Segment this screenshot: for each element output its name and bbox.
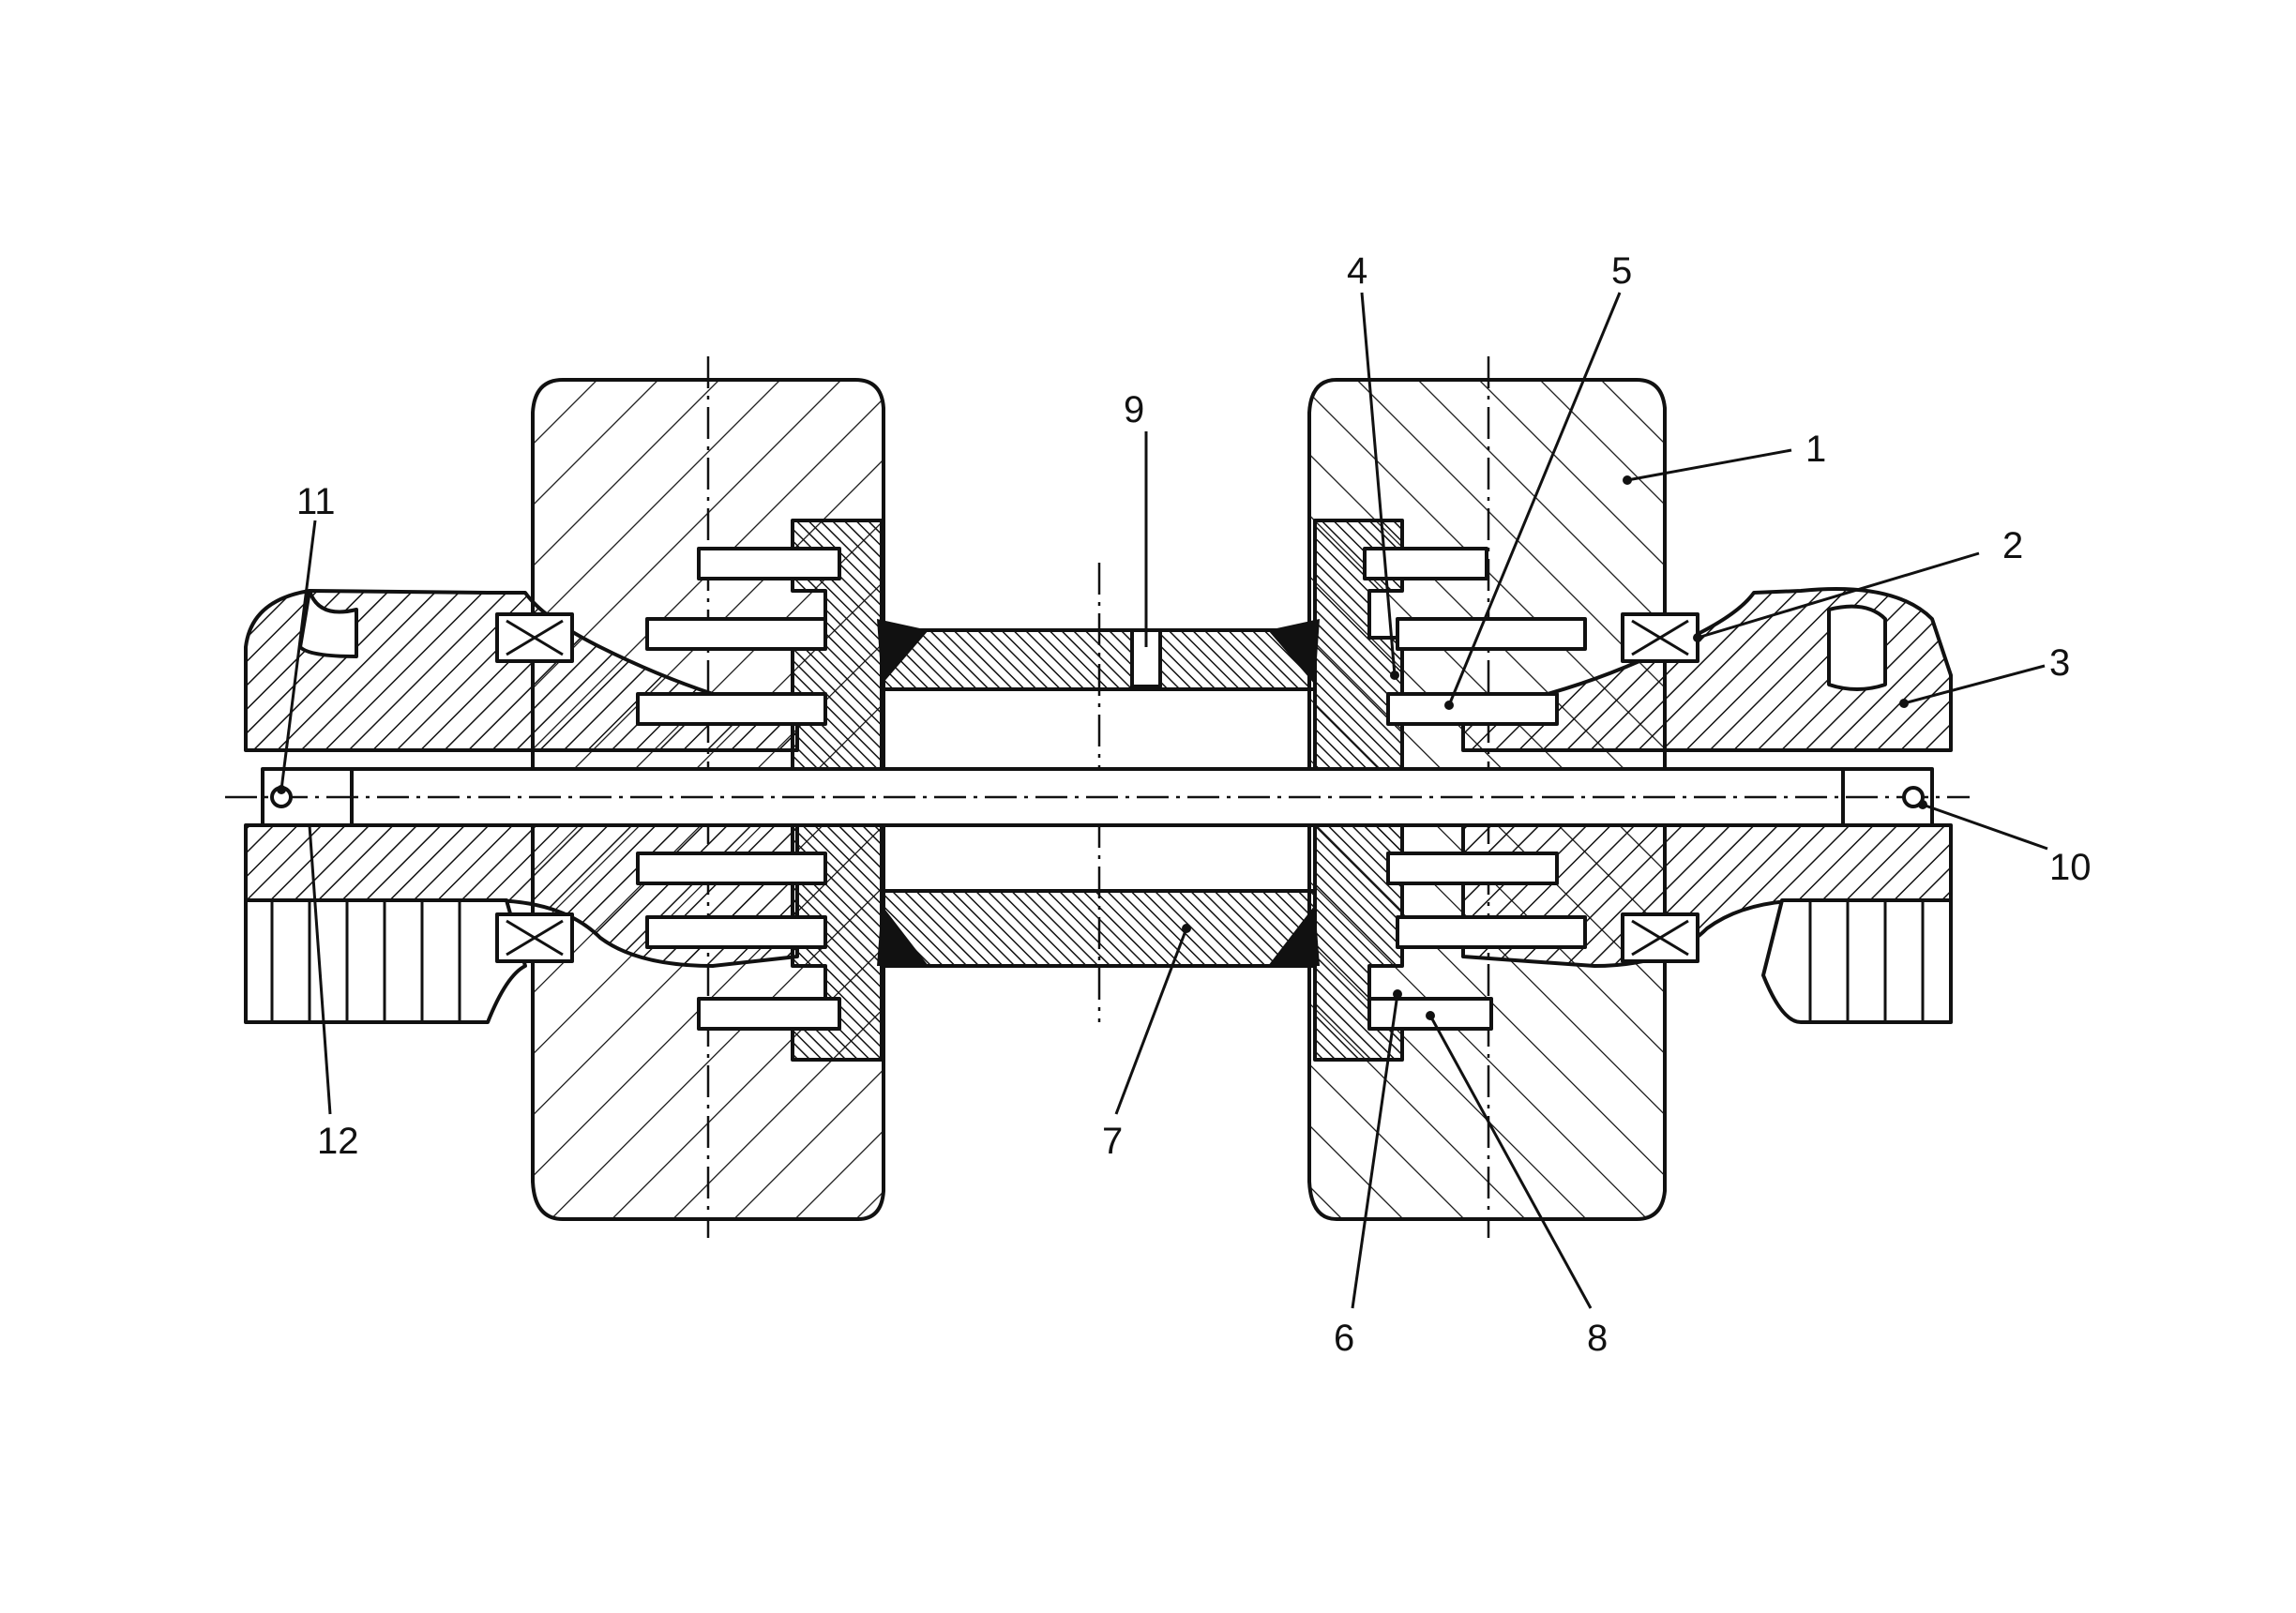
label-10: 10 [2049, 847, 2092, 888]
left-cooling-fins [270, 900, 461, 1022]
right-cooling-fins [1808, 900, 1925, 1022]
label-1: 1 [1805, 429, 1826, 470]
label-4: 4 [1347, 250, 1367, 292]
label-8: 8 [1587, 1318, 1608, 1359]
label-6: 6 [1334, 1318, 1354, 1359]
right-housing [1461, 587, 1953, 1024]
label-3: 3 [2049, 642, 2070, 684]
label-11: 11 [296, 481, 336, 522]
part-labels: 1 2 3 4 5 6 7 8 9 10 11 12 [296, 250, 2092, 1359]
bolts [636, 547, 1587, 1031]
label-12: 12 [317, 1121, 359, 1162]
axle-tube [877, 563, 1320, 1022]
label-5: 5 [1611, 250, 1632, 292]
right-shaft-pin [1902, 786, 1925, 808]
through-shaft [225, 767, 1970, 827]
label-9: 9 [1124, 389, 1144, 430]
label-2: 2 [2002, 525, 2023, 566]
label-7: 7 [1102, 1121, 1123, 1162]
leader-lines [277, 292, 2048, 1309]
